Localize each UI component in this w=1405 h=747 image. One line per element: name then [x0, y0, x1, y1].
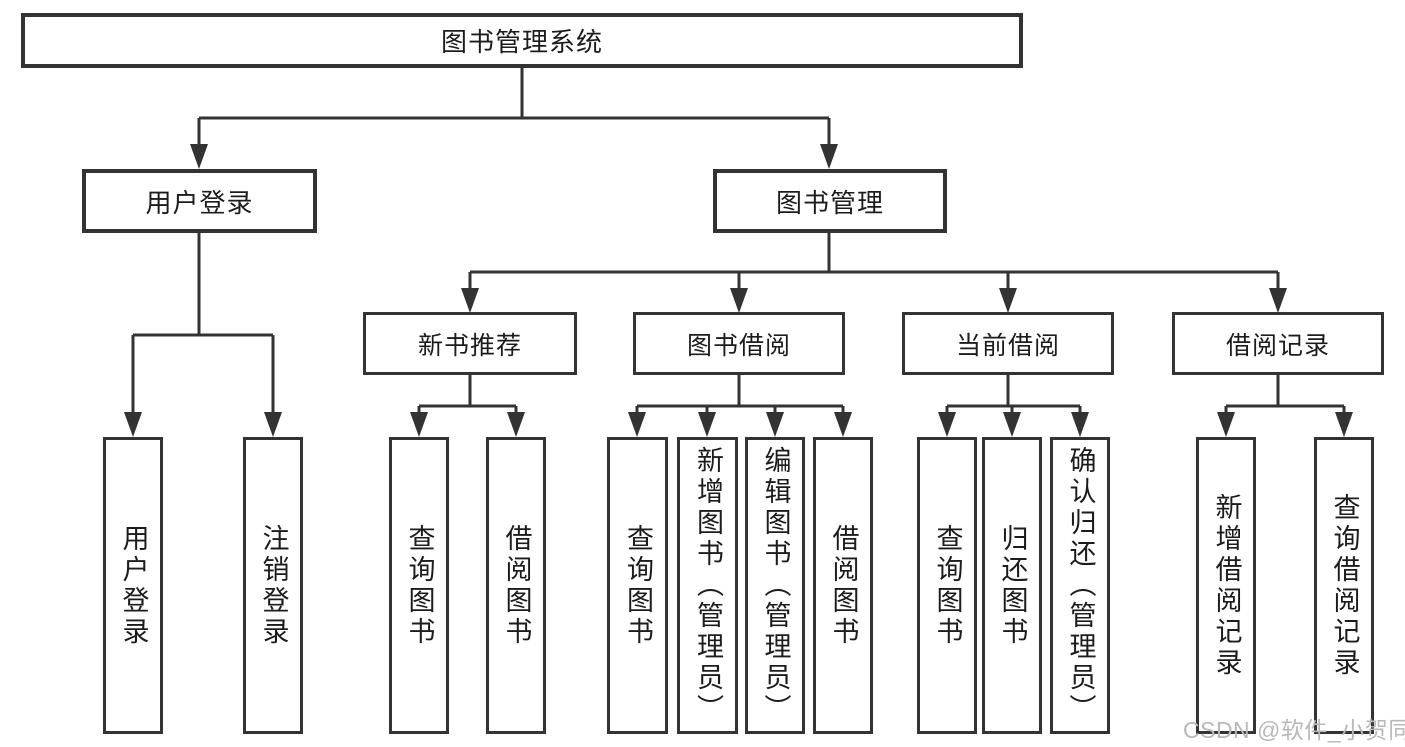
- node-root-label: 图书管理系统: [440, 27, 603, 57]
- leaf-confirm-return-admin: 确认归还（管理员）: [1050, 437, 1110, 734]
- leaf-query-books-current: 查询图书: [917, 437, 977, 734]
- leaf-add-borrow-record: 新增借阅记录: [1196, 437, 1256, 734]
- leaf-logout: 注销登录: [243, 437, 303, 734]
- node-book-borrow-label: 图书借阅: [686, 331, 791, 360]
- leaf-query-books-borrow: 查询图书: [607, 437, 668, 734]
- leaf-query-borrow-record-label: 查询借阅记录: [1329, 492, 1360, 679]
- leaf-query-books-recommend-label: 查询图书: [404, 523, 435, 648]
- leaf-return-book-label: 归还图书: [997, 523, 1028, 648]
- node-current-borrow: 当前借阅: [902, 312, 1114, 375]
- leaf-query-books-recommend: 查询图书: [389, 437, 449, 734]
- node-user-login-label: 用户登录: [145, 187, 254, 218]
- node-root: 图书管理系统: [21, 13, 1023, 68]
- leaf-add-book-admin: 新增图书（管理员）: [677, 437, 738, 734]
- csdn-watermark: CSDN @软件_小贺同学: [1183, 717, 1405, 743]
- leaf-edit-book-admin-label: 编辑图书（管理员）: [760, 446, 791, 725]
- leaf-add-borrow-record-label: 新增借阅记录: [1211, 492, 1242, 679]
- node-borrow-records: 借阅记录: [1172, 312, 1384, 375]
- node-user-login: 用户登录: [82, 169, 317, 233]
- node-book-borrow: 图书借阅: [633, 312, 845, 375]
- leaf-user-login: 用户登录: [103, 437, 163, 734]
- leaf-borrow-books-label: 借阅图书: [828, 523, 859, 648]
- leaf-logout-label: 注销登录: [258, 523, 289, 648]
- leaf-user-login-label: 用户登录: [118, 523, 149, 648]
- node-borrow-records-label: 借阅记录: [1225, 331, 1330, 360]
- leaf-edit-book-admin: 编辑图书（管理员）: [745, 437, 805, 734]
- leaf-borrow-books-recommend-label: 借阅图书: [501, 523, 532, 648]
- leaf-query-borrow-record: 查询借阅记录: [1314, 437, 1374, 734]
- leaf-borrow-books-recommend: 借阅图书: [486, 437, 546, 734]
- node-new-book-recommend-label: 新书推荐: [417, 331, 522, 360]
- leaf-borrow-books: 借阅图书: [813, 437, 873, 734]
- node-book-management-label: 图书管理: [775, 187, 884, 218]
- node-new-book-recommend: 新书推荐: [363, 312, 577, 375]
- leaf-query-books-current-label: 查询图书: [932, 523, 963, 648]
- node-book-management: 图书管理: [713, 169, 947, 233]
- leaf-return-book: 归还图书: [982, 437, 1042, 734]
- leaf-add-book-admin-label: 新增图书（管理员）: [693, 446, 723, 725]
- node-current-borrow-label: 当前借阅: [955, 331, 1060, 360]
- leaf-confirm-return-admin-label: 确认归还（管理员）: [1065, 446, 1096, 725]
- leaf-query-books-borrow-label: 查询图书: [623, 523, 653, 648]
- arrowheads: [124, 144, 1353, 437]
